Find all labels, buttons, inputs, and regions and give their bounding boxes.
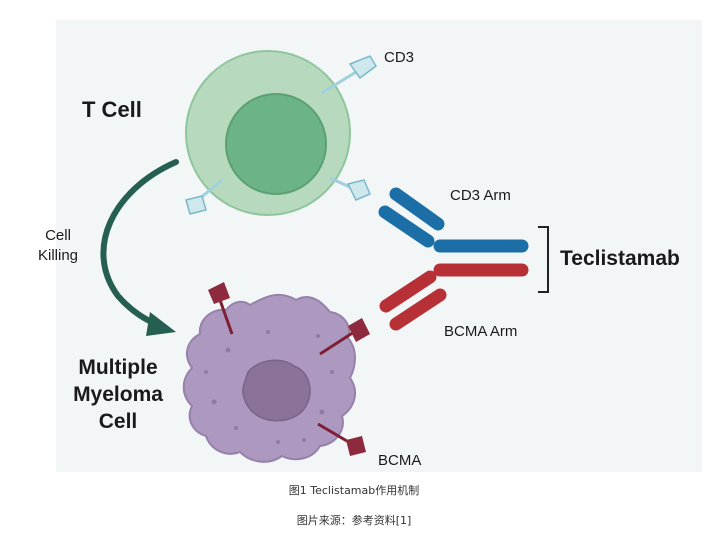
t-cell — [185, 50, 351, 216]
diagram-panel — [56, 20, 702, 472]
myeloma-label-line3: Cell — [99, 410, 138, 433]
source-caption: 图片来源：参考资料[1] — [296, 514, 412, 527]
myeloma-label-line2: Myeloma — [73, 383, 163, 406]
cell-killing-label-line2: Killing — [38, 247, 78, 264]
cell-killing-label-line1: Cell — [45, 227, 71, 244]
teclistamab-antibody — [378, 187, 529, 331]
cd3-receptor-left — [185, 178, 223, 215]
cd3-receptor-top — [321, 55, 377, 95]
teclistamab-label: Teclistamab — [560, 247, 680, 270]
cd3-arm-label: CD3 Arm — [450, 187, 511, 204]
myeloma-label-line1: Multiple — [78, 356, 157, 379]
bcma-label: BCMA — [378, 452, 421, 469]
teclistamab-bracket — [538, 226, 549, 293]
myeloma-cell — [182, 293, 357, 463]
bcma-arm-label: BCMA Arm — [444, 323, 517, 340]
figure-caption: 图1 Teclistamab作用机制 — [288, 484, 420, 497]
bcma-receptor-top — [208, 282, 234, 335]
cd3-label: CD3 — [384, 49, 414, 66]
t-cell-label: T Cell — [82, 97, 142, 122]
cell-killing-arrow — [100, 159, 179, 336]
bcma-receptor-right — [319, 318, 370, 356]
bcma-receptor-bottom — [317, 422, 366, 456]
cd3-receptor-right — [329, 176, 371, 201]
